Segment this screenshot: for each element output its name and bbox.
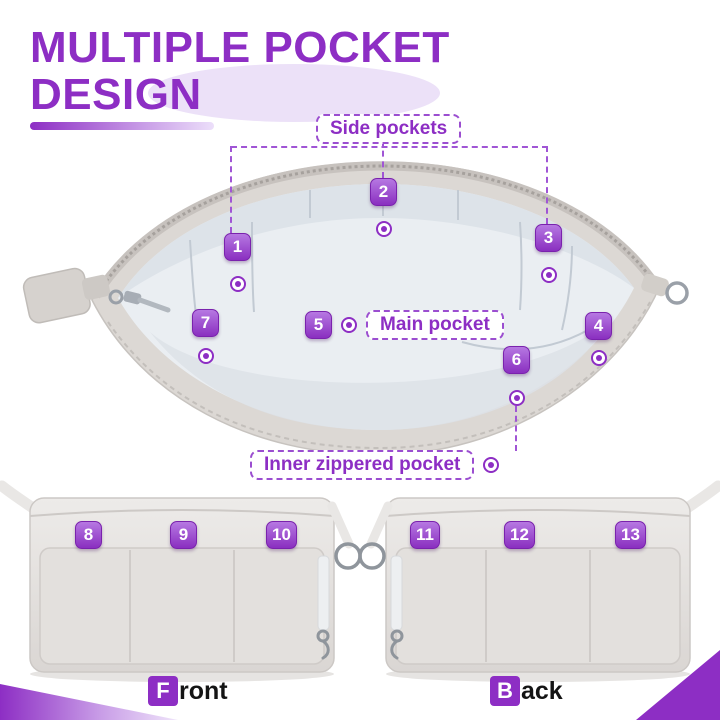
badge-4: 4 xyxy=(585,312,612,340)
target-ring-icon xyxy=(376,221,392,237)
back-bag-photo xyxy=(385,497,691,673)
badge-1: 1 xyxy=(224,233,251,261)
target-ring-icon xyxy=(541,267,557,283)
target-ring-icon xyxy=(230,276,246,292)
d-ring-icon xyxy=(665,281,689,305)
callout-line-3 xyxy=(546,146,548,224)
metal-link-icon xyxy=(108,289,124,305)
zipper-pull-icon xyxy=(137,297,171,313)
back-caption-text: ack xyxy=(521,676,563,705)
callout-line-2 xyxy=(382,140,384,178)
zipper-slider-icon xyxy=(123,290,142,305)
badge-7: 7 xyxy=(192,309,219,337)
badge-10: 10 xyxy=(266,521,297,549)
lavender-ellipse-decoration xyxy=(148,64,440,122)
badge-12: 12 xyxy=(504,521,535,549)
page-title-line1: MULTIPLE POCKET xyxy=(30,23,450,72)
callout-line-6 xyxy=(515,406,517,451)
badge-2: 2 xyxy=(370,178,397,206)
front-bag-photo xyxy=(29,497,335,673)
badge-9: 9 xyxy=(170,521,197,549)
badge-11: 11 xyxy=(410,521,440,549)
target-ring-icon xyxy=(198,348,214,364)
page-title-line2: DESIGN xyxy=(30,70,202,119)
handle-tab xyxy=(22,267,111,324)
back-initial-badge: B xyxy=(490,676,520,706)
title-underline-bar xyxy=(30,122,214,130)
badge-3: 3 xyxy=(535,224,562,252)
inner-zippered-pocket-callout: Inner zippered pocket xyxy=(250,450,500,480)
main-pocket-label: Main pocket xyxy=(366,310,504,340)
main-pocket-callout: 5 Main pocket xyxy=(305,310,504,340)
callout-rail-line xyxy=(231,146,548,148)
inner-zippered-pocket-label: Inner zippered pocket xyxy=(250,450,475,480)
side-pockets-label: Side pockets xyxy=(316,114,462,144)
front-caption-text: ront xyxy=(179,676,228,705)
organizer-front-back-photo xyxy=(0,480,720,682)
target-ring-icon xyxy=(509,390,525,406)
back-view-caption: B ack xyxy=(490,676,563,706)
badge-5: 5 xyxy=(305,311,332,339)
callout-line-1 xyxy=(230,146,232,233)
target-ring-icon xyxy=(341,317,357,333)
front-initial-badge: F xyxy=(148,676,178,706)
organizer-top-view-photo xyxy=(22,161,689,456)
target-ring-icon xyxy=(591,350,607,366)
o-ring-icon xyxy=(358,542,386,570)
badge-13: 13 xyxy=(615,521,646,549)
badge-8: 8 xyxy=(75,521,102,549)
badge-6: 6 xyxy=(503,346,530,374)
front-view-caption: F ront xyxy=(148,676,228,706)
target-ring-icon xyxy=(483,457,500,473)
